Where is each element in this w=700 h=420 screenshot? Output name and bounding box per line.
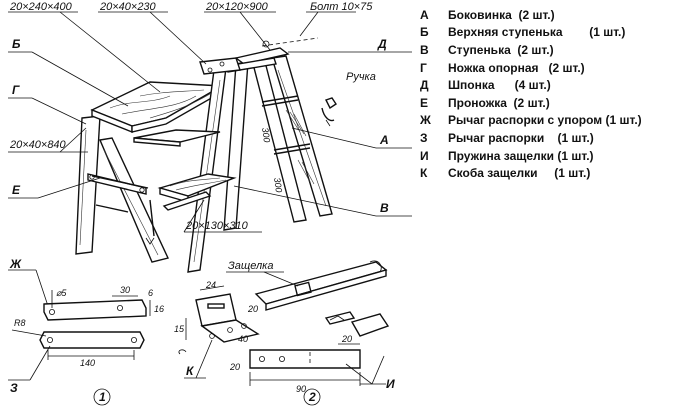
latch-plate [254,261,388,305]
latch-plate-edge [265,269,387,311]
letter-g-label: Г [12,83,20,97]
dim-30: 30 [120,285,130,295]
lever-zh [43,299,147,321]
rail-dim-300-a: 300 [260,127,272,143]
handle-part [321,97,337,127]
legend-text: Верхняя ступенька (1 шт.) [448,25,626,40]
letter-zh-label: Ж [9,257,22,271]
hole-diameter: ⌀5 [56,288,67,298]
legend-row: З Рычаг распорки (1 шт.) [420,129,692,147]
dim-6: 6 [148,288,153,298]
legend-row: А Боковинка (2 шт.) [420,6,692,24]
legend-letter: Г [420,60,427,75]
legend-letter: З [420,130,428,145]
legend-row: К Скоба защелки (1 шт.) [420,164,692,182]
spring-bar [249,349,361,369]
legend-row: Ж Рычаг распорки с упором (1 шт.) [420,112,692,130]
dim-24: 24 [205,280,216,290]
rail-dim-300-b: 300 [272,177,284,193]
rail-size-label: 20×120×900 [205,1,269,13]
dim-140: 140 [80,358,95,368]
legend-text: Ступенька (2 шт.) [448,42,554,57]
legend-text: Боковинка (2 шт.) [448,7,555,22]
bracket-k-base [200,319,260,343]
legend-letter: Ж [420,113,431,128]
legend-letter: К [420,166,428,181]
side-rail-mid [223,61,249,231]
legend-text: Скоба защелки (1 шт.) [448,166,591,181]
figure-number-2: 2 [308,390,316,404]
middle-step-edge [133,137,181,147]
dim-40: 40 [238,334,248,344]
legend-letter: И [420,148,429,163]
callout-labels: 20×240×400 20×40×230 20×120×900 Болт 10×… [9,1,389,232]
top-step-size-label: 20×240×400 [9,1,73,13]
letter-d-label: Д [377,37,387,51]
letter-a-label: А [379,133,389,147]
legend-text: Рычаг распорки (1 шт.) [448,130,594,145]
lever-z [39,331,145,349]
detail-1-levers: Ж ⌀5 30 6 16 R8 140 З 1 [8,257,164,406]
letter-i-label: И [386,377,395,391]
spring-block [324,311,356,325]
legend-letter: В [420,42,429,57]
radius-r8: R8 [14,318,26,328]
rear-leg-brace [99,137,169,263]
legend-letter: Б [420,25,429,40]
detail-2-latch: Защелка 24 15 20 40 К 20 20 90 [174,260,395,406]
legend-row: Г Ножка опорная (2 шт.) [420,59,692,77]
leg-size-side-label: 20×40×840 [9,139,67,151]
letter-k-label: К [186,364,195,378]
bolt-label: Болт 10×75 [310,1,373,13]
handle-label: Ручка [346,71,376,83]
letter-b-label: Б [12,37,21,51]
leg-size-top-label: 20×40×230 [99,1,157,13]
legend-row: Д Шпонка (4 шт.) [420,76,692,94]
top-block [199,57,241,75]
latch-block [350,313,390,337]
dim-20-b: 20 [341,334,352,344]
legend-text: Пружина защелки (1 шт.) [448,148,594,163]
dim-16: 16 [154,304,164,314]
lower-rung [162,191,212,211]
legend-letter: А [420,7,429,22]
key-d [234,47,290,65]
legend-text: Проножка (2 шт.) [448,95,550,110]
parts-legend: А Боковинка (2 шт.) Б Верхняя ступенька (1 … [420,6,692,182]
legend-text: Шпонка (4 шт.) [448,78,551,93]
legend-text: Рычаг распорки с упором (1 шт.) [448,113,642,128]
stepladder-assembly [75,37,333,273]
dim-20-a: 20 [247,304,258,314]
letter-e-label: Е [12,183,21,197]
latch-label: Защелка [228,260,274,272]
callout-leaders [8,11,412,233]
letter-z-label: З [10,381,18,395]
dim-20-c: 20 [229,362,240,372]
legend-row: Е Проножка (2 шт.) [420,94,692,112]
legend-text: Ножка опорная (2 шт.) [448,60,585,75]
dim-15: 15 [174,324,185,334]
legend-letter: Е [420,95,429,110]
dim-90: 90 [296,384,306,394]
letter-v-label: В [380,201,389,215]
legend-row: Б Верхняя ступенька (1 шт.) [420,24,692,42]
legend-row: В Ступенька (2 шт.) [420,41,692,59]
legend-letter: Д [420,78,429,93]
figure-number-1: 1 [99,390,106,404]
legend-row: И Пружина защелки (1 шт.) [420,147,692,165]
step-size-label: 20×130×310 [185,220,249,232]
